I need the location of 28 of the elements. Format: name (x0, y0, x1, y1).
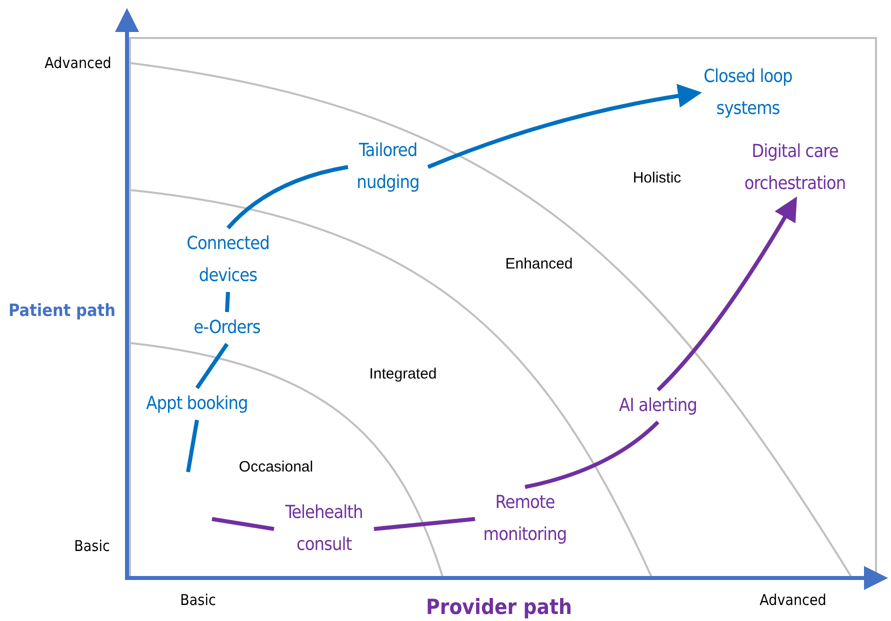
axis-tick-label: Basic (180, 591, 216, 609)
path-line (186, 420, 199, 472)
milestone-label: Closed loop systems (698, 61, 798, 125)
arrow (656, 196, 798, 392)
milestone-label: Appt booking (137, 388, 257, 420)
zone-label: Enhanced (505, 256, 573, 272)
axis-tick-label: Basic (74, 537, 110, 555)
path-line (226, 165, 348, 230)
zone-label: Integrated (369, 366, 437, 382)
axis-tick-label: Advanced (44, 54, 112, 72)
milestone-label: Connected devices (178, 228, 278, 292)
milestone-label: Remote monitoring (475, 487, 575, 551)
arrow (427, 84, 702, 169)
milestone-label: Digital care orchestration (735, 136, 855, 200)
milestone-label: Telehealth consult (274, 497, 374, 561)
zone-label: Holistic (632, 170, 682, 186)
path-line (374, 517, 476, 531)
milestone-label: e-Orders (177, 312, 277, 344)
path-line (195, 342, 229, 390)
path-line (524, 420, 660, 489)
axis-title: Patient path (8, 301, 116, 321)
axis-title: Provider path (426, 595, 572, 619)
milestone-label: AI alerting (603, 390, 713, 422)
path-line (212, 517, 274, 531)
zone-label: Occasional (238, 458, 314, 476)
milestone-label: Tailored nudging (348, 135, 428, 199)
path-line (225, 292, 230, 312)
axis-tick-label: Advanced (760, 591, 826, 609)
